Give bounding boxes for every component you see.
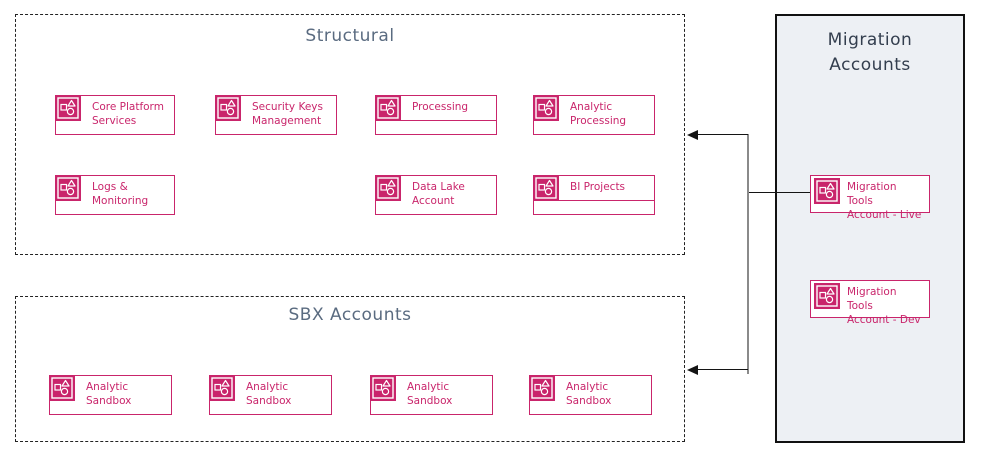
sbx-accounts-group-title: SBX Accounts xyxy=(288,305,412,325)
account-label: Migration Tools Account - Live xyxy=(847,181,922,221)
square-glyph xyxy=(819,291,827,299)
square-glyph xyxy=(380,103,388,111)
aws-account-resource-icon xyxy=(55,175,81,201)
account-box-data-lake-account[interactable]: Data Lake Account xyxy=(375,175,497,215)
account-box-core-platform-services[interactable]: Core Platform Services xyxy=(55,95,175,135)
triangle-glyph xyxy=(387,99,396,107)
square-glyph xyxy=(214,383,222,391)
aws-account-resource-icon xyxy=(533,95,559,121)
sbx-accounts-group-container[interactable]: SBX Accounts xyxy=(15,296,685,442)
triangle-glyph xyxy=(826,287,835,295)
triangle-glyph xyxy=(67,179,76,187)
account-label: BI Projects xyxy=(570,181,626,193)
square-glyph xyxy=(538,103,546,111)
edge-to-structural xyxy=(696,134,748,135)
aws-account-resource-icon xyxy=(370,375,396,401)
square-glyph xyxy=(534,383,542,391)
circle-glyph xyxy=(386,187,395,196)
aws-account-resource-icon xyxy=(209,375,235,401)
circle-glyph xyxy=(60,387,69,396)
account-box-analytic-sandbox-2[interactable]: Analytic Sandbox xyxy=(209,375,332,415)
circle-glyph xyxy=(825,295,834,304)
square-glyph xyxy=(380,183,388,191)
edge-live-account-to-junction xyxy=(748,192,810,193)
circle-glyph xyxy=(540,387,549,396)
aws-account-resource-icon xyxy=(533,175,559,201)
aws-account-resource-icon xyxy=(215,95,241,121)
account-title-divider xyxy=(401,120,497,121)
account-label: Migration Tools Account - Dev xyxy=(847,286,921,326)
account-box-analytic-sandbox-4[interactable]: Analytic Sandbox xyxy=(529,375,652,415)
square-glyph xyxy=(60,183,68,191)
migration-accounts-panel[interactable]: Migration Accounts xyxy=(775,14,965,443)
square-glyph xyxy=(375,383,383,391)
account-label: Analytic Sandbox xyxy=(246,381,292,407)
aws-account-resource-icon xyxy=(814,283,840,309)
circle-glyph xyxy=(386,107,395,116)
edge-vertical-trunk xyxy=(746,134,750,374)
account-box-analytic-processing[interactable]: Analytic Processing xyxy=(533,95,655,135)
account-box-bi-projects[interactable]: BI Projects xyxy=(533,175,655,215)
account-label: Analytic Processing xyxy=(570,101,627,127)
arrowhead-into-structural xyxy=(687,130,698,140)
square-glyph xyxy=(538,183,546,191)
structural-group-container[interactable]: Structural xyxy=(15,14,685,255)
triangle-glyph xyxy=(227,99,236,107)
account-box-security-keys-management[interactable]: Security Keys Management xyxy=(215,95,337,135)
account-label: Data Lake Account xyxy=(412,181,465,207)
account-label: Logs & Monitoring xyxy=(92,181,149,207)
circle-glyph xyxy=(66,107,75,116)
circle-glyph xyxy=(220,387,229,396)
triangle-glyph xyxy=(826,182,835,190)
account-label: Analytic Sandbox xyxy=(86,381,132,407)
triangle-glyph xyxy=(61,379,70,387)
account-label: Security Keys Management xyxy=(252,101,323,127)
account-box-processing[interactable]: Processing xyxy=(375,95,497,135)
circle-glyph xyxy=(226,107,235,116)
triangle-glyph xyxy=(221,379,230,387)
triangle-glyph xyxy=(67,99,76,107)
triangle-glyph xyxy=(545,99,554,107)
triangle-glyph xyxy=(545,179,554,187)
aws-account-resource-icon xyxy=(814,178,840,204)
account-label: Core Platform Services xyxy=(92,101,164,127)
account-title-divider xyxy=(559,200,655,201)
migration-accounts-title: Migration Accounts xyxy=(827,30,913,75)
circle-glyph xyxy=(825,190,834,199)
edge-to-sbx xyxy=(696,369,748,370)
aws-account-resource-icon xyxy=(49,375,75,401)
account-label: Analytic Sandbox xyxy=(407,381,453,407)
account-label: Analytic Sandbox xyxy=(566,381,612,407)
square-glyph xyxy=(60,103,68,111)
circle-glyph xyxy=(381,387,390,396)
circle-glyph xyxy=(66,187,75,196)
structural-group-title: Structural xyxy=(305,26,395,46)
account-box-analytic-sandbox-3[interactable]: Analytic Sandbox xyxy=(370,375,493,415)
account-label: Processing xyxy=(412,101,469,113)
aws-account-resource-icon xyxy=(529,375,555,401)
triangle-glyph xyxy=(382,379,391,387)
triangle-glyph xyxy=(541,379,550,387)
aws-account-resource-icon xyxy=(375,175,401,201)
circle-glyph xyxy=(544,187,553,196)
account-box-analytic-sandbox-1[interactable]: Analytic Sandbox xyxy=(49,375,172,415)
aws-account-resource-icon xyxy=(375,95,401,121)
square-glyph xyxy=(54,383,62,391)
square-glyph xyxy=(220,103,228,111)
circle-glyph xyxy=(544,107,553,116)
account-box-migration-tools-account-dev[interactable]: Migration Tools Account - Dev xyxy=(810,280,930,326)
square-glyph xyxy=(819,186,827,194)
account-box-logs-monitoring[interactable]: Logs & Monitoring xyxy=(55,175,175,215)
aws-account-resource-icon xyxy=(55,95,81,121)
arrowhead-into-sbx xyxy=(687,365,698,375)
triangle-glyph xyxy=(387,179,396,187)
account-box-migration-tools-account-live[interactable]: Migration Tools Account - Live xyxy=(810,175,930,221)
